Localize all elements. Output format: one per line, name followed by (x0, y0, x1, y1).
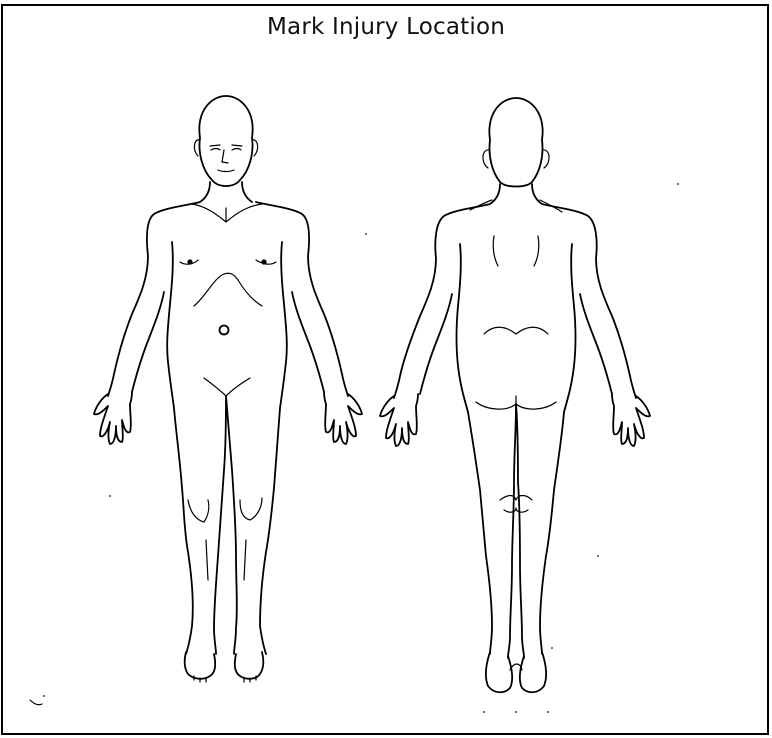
back-left-foot[interactable] (486, 652, 512, 692)
front-right-hand[interactable] (324, 392, 362, 444)
front-body-outline[interactable] (108, 202, 348, 396)
front-right-foot[interactable] (235, 652, 264, 679)
back-right-hand[interactable] (612, 394, 650, 446)
back-legs[interactable] (468, 404, 564, 658)
back-head[interactable] (489, 98, 542, 187)
front-legs[interactable] (174, 396, 280, 654)
front-head[interactable] (199, 96, 252, 186)
front-left-hand[interactable] (94, 392, 132, 444)
scan-specks (30, 183, 679, 713)
back-body-outline[interactable] (394, 204, 636, 398)
back-left-hand[interactable] (380, 394, 418, 446)
front-body-figure[interactable] (94, 96, 362, 682)
front-navel (220, 326, 229, 335)
back-right-foot[interactable] (520, 652, 546, 692)
front-left-foot[interactable] (185, 652, 216, 679)
back-body-figure[interactable] (380, 98, 650, 692)
